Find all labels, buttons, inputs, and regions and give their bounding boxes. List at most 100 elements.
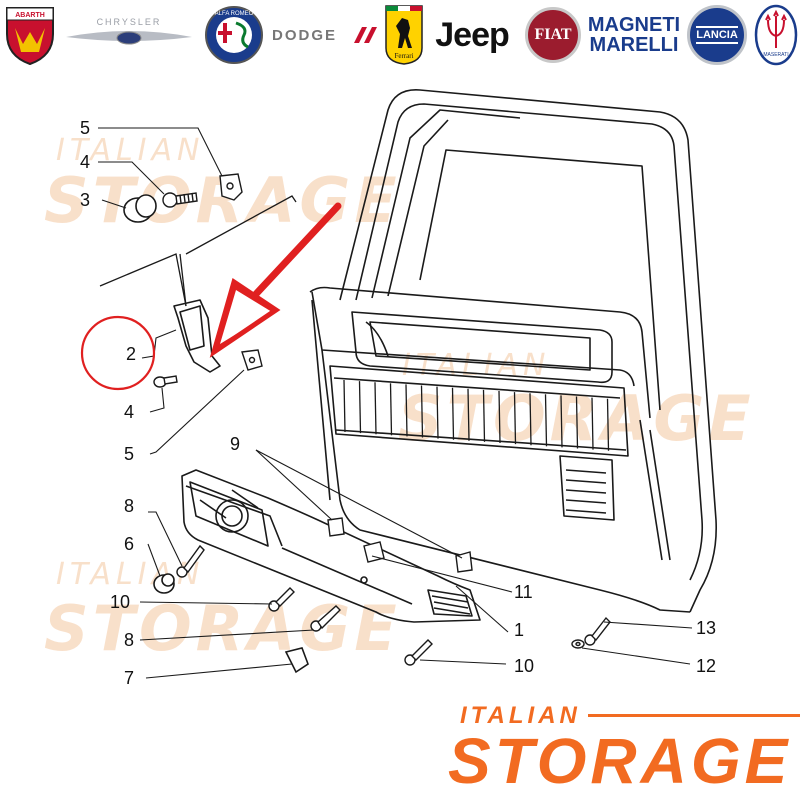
brand-logo-bar: ABARTH CHRYSLER ALFA ROMEO DODGE — [0, 0, 800, 72]
grille-slat — [343, 379, 346, 433]
alfa-romeo-badge-icon: ALFA ROMEO — [205, 6, 263, 64]
part-5-clip-mid — [241, 349, 263, 371]
grille-slat — [529, 393, 532, 446]
grille-slat — [591, 397, 594, 450]
part-5-clip-top — [219, 173, 243, 201]
callout-2: 2 — [126, 344, 136, 364]
watermark-left-bottom-line2: STORAGE — [44, 592, 401, 665]
logo-top-rule — [588, 714, 800, 717]
part-10-screw-bottom — [404, 639, 433, 666]
chrysler-wings-icon: CHRYSLER — [66, 17, 192, 45]
alfa-romeo-text: ALFA ROMEO — [215, 11, 254, 17]
callout-8-bottom: 8 — [124, 630, 134, 650]
chrysler-logo: CHRYSLER — [62, 4, 196, 66]
grille-slat — [436, 386, 439, 439]
callout-5-top: 5 — [80, 118, 90, 138]
callout-4-mid: 4 — [124, 402, 134, 422]
maserati-trident-icon: MASERATI — [754, 4, 798, 66]
grille-slat — [405, 384, 408, 437]
part-9-clip-a — [327, 517, 345, 537]
callout-11: 11 — [514, 582, 533, 602]
callout-13: 13 — [696, 618, 716, 638]
fiat-logo: FIAT — [524, 4, 582, 66]
grille-slat — [544, 394, 548, 447]
maserati-logo: MASERATI — [754, 4, 798, 66]
callout-10-left: 10 — [110, 592, 130, 612]
marelli-text: MARELLI — [589, 34, 679, 56]
dodge-text: DODGE — [272, 27, 337, 44]
callout-9: 9 — [230, 434, 240, 454]
part-6-cap — [153, 573, 175, 594]
part-4-screw-mid — [153, 375, 178, 388]
dodge-wordmark-icon: DODGE — [272, 27, 377, 44]
part-7-cap — [284, 647, 309, 674]
lancia-text: LANCIA — [696, 26, 738, 44]
watermark-left-bottom: ITALIAN STORAGE — [44, 557, 401, 665]
callout-4-top: 4 — [80, 152, 90, 172]
callout-5-mid: 5 — [124, 444, 134, 464]
lancia-logo: LANCIA — [686, 4, 748, 66]
part-12-washer — [571, 639, 585, 649]
watermark-left-top-line1: ITALIAN — [56, 133, 204, 168]
logo-italian-text: ITALIAN — [460, 702, 581, 729]
grille-slat — [389, 383, 393, 436]
part-9-clip-b — [455, 551, 473, 573]
callout-labels: 5 4 3 2 4 5 9 8 6 10 8 7 11 1 10 13 12 — [80, 118, 716, 688]
lancia-badge-icon: LANCIA — [687, 5, 747, 65]
abarth-shield-icon: ABARTH — [6, 7, 54, 66]
ferrari-logo: Ferrari — [384, 4, 424, 66]
alfa-romeo-logo: ALFA ROMEO — [204, 4, 264, 66]
maserati-text: MASERATI — [763, 52, 788, 58]
part-13-screw — [584, 616, 611, 646]
dodge-logo: DODGE — [270, 4, 378, 66]
grille-slat — [575, 396, 579, 449]
ferrari-text: Ferrari — [394, 52, 413, 60]
watermark-left-top-line2: STORAGE — [44, 164, 401, 237]
grille-slat — [358, 381, 362, 434]
magneti-text: MAGNETI — [587, 14, 681, 36]
callout-1: 1 — [514, 620, 524, 640]
jeep-text: Jeep — [435, 15, 509, 54]
grille-slat — [482, 389, 486, 442]
callout-7: 7 — [124, 668, 134, 688]
part-3-cap — [123, 194, 157, 223]
red-arrow-pointer — [209, 202, 342, 358]
part-8-screw-upper — [176, 544, 205, 578]
callout-12: 12 — [696, 656, 716, 676]
part-2-door-bracket — [173, 299, 221, 373]
jeep-logo: Jeep — [428, 4, 516, 66]
door-panel-exploded-diagram: ITALIAN STORAGE ITALIAN STORAGE ITALIAN … — [44, 89, 751, 688]
magneti-marelli-logo: MAGNETI MARELLI — [588, 4, 680, 66]
speaker-grille-slats — [343, 379, 610, 451]
watermark-left-bottom-line1: ITALIAN — [56, 557, 204, 592]
grille-slat — [467, 388, 470, 441]
chrysler-text: CHRYSLER — [97, 17, 162, 27]
fiat-badge-icon: FIAT — [525, 7, 581, 63]
ferrari-shield-icon: Ferrari — [385, 5, 423, 65]
callout-8-top: 8 — [124, 496, 134, 516]
grille-slat — [560, 395, 563, 448]
door-frame-drawing — [309, 89, 717, 613]
part-10-screw-left — [268, 587, 295, 612]
leader-lines — [98, 127, 693, 679]
grille-slat — [374, 382, 377, 435]
highlight-circle-part-2 — [80, 315, 156, 391]
italian-storage-logo: ITALIAN STORAGE — [448, 702, 800, 800]
assembly-reference-lines — [99, 195, 297, 307]
grille-slat — [513, 392, 517, 445]
grille-slat — [420, 385, 424, 438]
part-4-screw-top — [162, 192, 198, 208]
grille-slat — [451, 387, 455, 440]
grille-slat — [606, 398, 610, 451]
part-11-clip — [363, 541, 385, 563]
abarth-logo: ABARTH — [2, 4, 58, 66]
grille-slat — [498, 390, 501, 444]
logo-storage-text: STORAGE — [448, 725, 792, 797]
part-1-lower-trim-panel — [181, 469, 481, 623]
callout-3: 3 — [80, 190, 90, 210]
callout-10-bottom: 10 — [514, 656, 534, 676]
part-8-screw-lower — [310, 605, 341, 632]
abarth-text: ABARTH — [15, 12, 45, 19]
fiat-text: FIAT — [534, 26, 572, 43]
callout-6: 6 — [124, 534, 134, 554]
